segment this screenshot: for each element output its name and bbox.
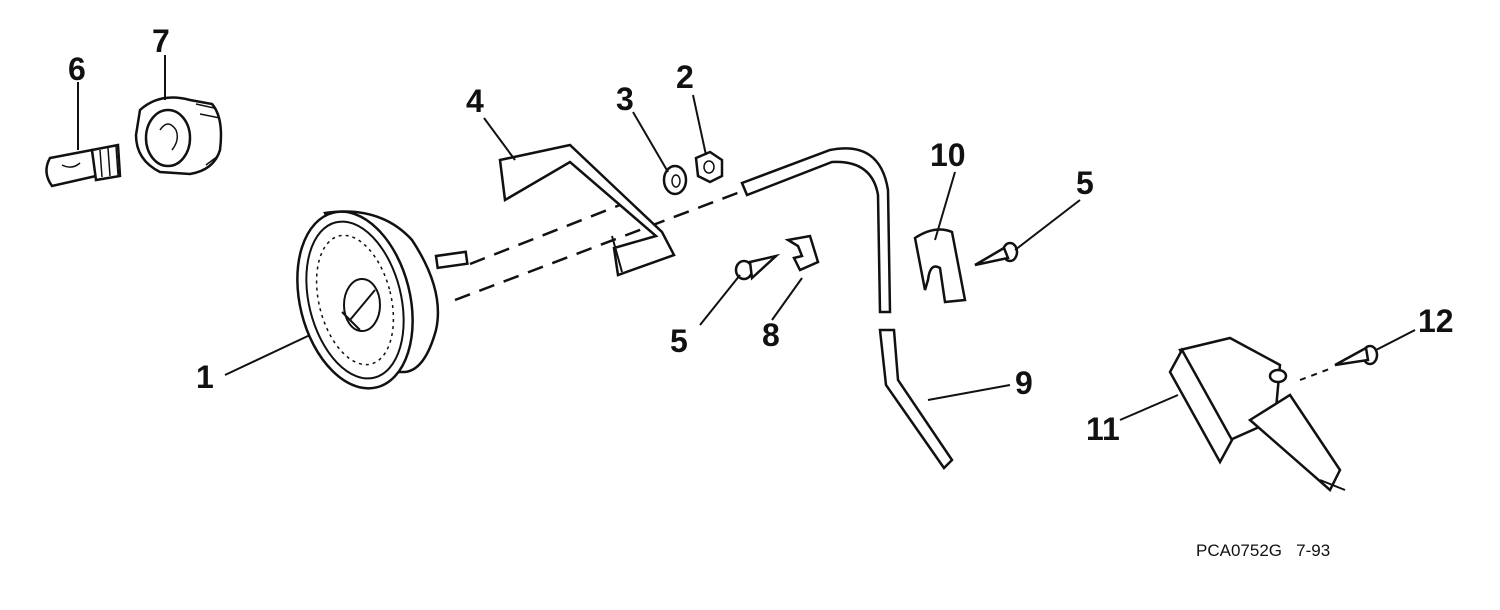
- callout-4: 4: [466, 83, 484, 119]
- part-2-nut: [694, 150, 724, 184]
- callout-12: 12: [1418, 303, 1454, 339]
- callout-11: 11: [1086, 411, 1120, 447]
- part-4-bracket: [498, 143, 676, 277]
- part-3-lockwasher: [662, 164, 688, 196]
- leader-lines: [77, 55, 1416, 421]
- callout-3: 3: [616, 81, 634, 117]
- callout-7: 7: [152, 23, 170, 59]
- callout-5-right: 5: [1076, 165, 1094, 201]
- callout-labels: 6 7 4 3 2 10 5 5 8 9 1 11 12: [68, 23, 1454, 447]
- part-1-gauge: [296, 210, 469, 390]
- part-12-screw: [1299, 344, 1379, 381]
- part-5-screw-center: [734, 253, 781, 281]
- part-5-screw-right: [974, 241, 1019, 267]
- part-9-tube: [740, 147, 954, 470]
- callout-1: 1: [196, 359, 214, 395]
- part-11-switch: [1168, 336, 1346, 493]
- part-10-tab: [913, 228, 967, 304]
- assembly-dashed-lines: [454, 190, 741, 302]
- figure-code: PCA0752G 7-93: [1196, 541, 1330, 560]
- part-8-clip: [784, 234, 820, 272]
- part-6-bulb: [45, 143, 122, 188]
- callout-2: 2: [676, 59, 694, 95]
- callout-6: 6: [68, 51, 86, 87]
- callout-5-center: 5: [670, 323, 688, 359]
- callout-8: 8: [762, 317, 780, 353]
- part-7-socket: [134, 96, 223, 176]
- callout-9: 9: [1015, 365, 1033, 401]
- callout-10: 10: [930, 137, 966, 173]
